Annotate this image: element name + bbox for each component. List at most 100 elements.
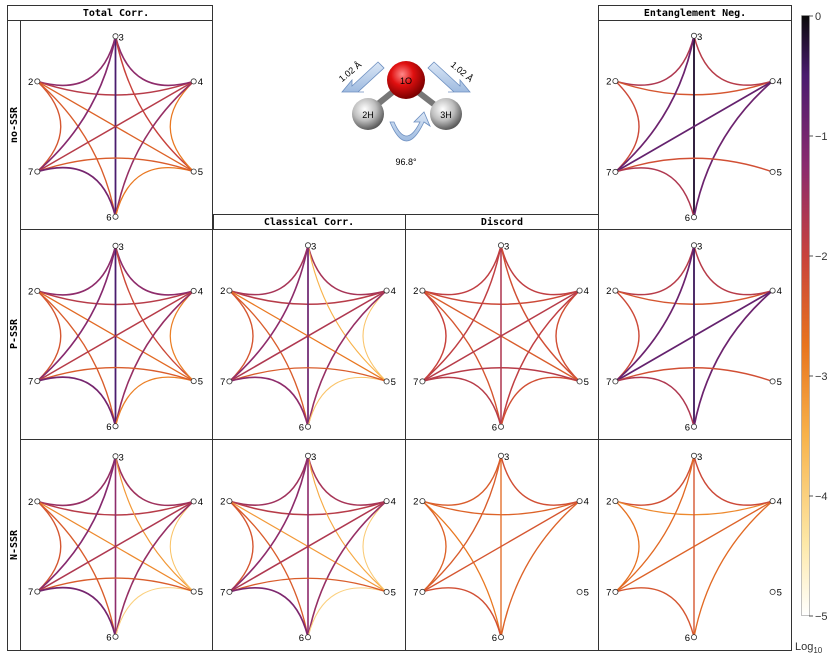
node-label-3: 3 <box>119 452 124 463</box>
edge-4-7 <box>36 290 195 382</box>
node-7 <box>34 588 41 595</box>
edge-5-7 <box>615 157 773 173</box>
atom-label-h3: 3H <box>440 110 452 120</box>
node-6 <box>691 214 698 221</box>
atom-label-oxygen: 1O <box>400 76 412 86</box>
edge-5-6 <box>307 587 387 638</box>
node-3 <box>112 453 119 460</box>
edge-2-3 <box>422 245 502 296</box>
table-grid <box>7 5 792 651</box>
node-7 <box>612 168 619 175</box>
node-2 <box>226 287 233 294</box>
node-4 <box>769 78 776 85</box>
node-label-2: 2 <box>28 497 33 508</box>
edge-3-7 <box>36 36 117 173</box>
node-label-3: 3 <box>697 32 702 43</box>
edge-3-4 <box>307 245 387 296</box>
bond-angle-label: 96.8° <box>395 157 417 167</box>
colorbar-unit-label: Log10 <box>795 641 823 655</box>
node-7 <box>419 378 426 385</box>
edge-6-7 <box>615 167 695 218</box>
node-6 <box>691 423 698 430</box>
edge-4-7 <box>229 500 387 593</box>
node-label-7: 7 <box>28 167 33 178</box>
node-3 <box>112 33 119 40</box>
node-label-4: 4 <box>584 286 589 297</box>
colorbar: 0−1−2−3−4−5 Log10 <box>795 11 828 655</box>
node-2 <box>419 287 426 294</box>
node-label-4: 4 <box>777 77 782 88</box>
edge-4-6 <box>693 80 774 218</box>
node-label-5: 5 <box>777 587 782 598</box>
column-header-entanglement-neg: Entanglement Neg. <box>644 8 746 19</box>
node-label-6: 6 <box>492 633 497 644</box>
node-7 <box>34 168 41 175</box>
node-7 <box>34 378 41 385</box>
edge-4-5 <box>169 290 195 382</box>
edge-5-7 <box>615 367 773 383</box>
node-label-3: 3 <box>119 242 124 253</box>
node-3 <box>112 242 119 249</box>
edge-4-5 <box>362 500 387 593</box>
edge-4-6 <box>693 289 774 427</box>
node-label-2: 2 <box>28 286 33 297</box>
node-label-7: 7 <box>220 587 225 598</box>
edge-3-7 <box>228 455 309 593</box>
edge-3-4 <box>114 245 194 296</box>
node-5 <box>769 168 776 175</box>
node-label-2: 2 <box>413 286 418 297</box>
edge-5-7 <box>37 157 194 173</box>
node-label-5: 5 <box>198 167 203 178</box>
edge-4-5 <box>362 290 387 382</box>
edge-4-6 <box>693 500 774 638</box>
node-2 <box>419 498 426 505</box>
edge-3-4 <box>114 36 194 87</box>
node-4 <box>190 287 197 294</box>
edge-4-5 <box>169 80 195 173</box>
column-header-classical-corr: Classical Corr. <box>264 216 354 228</box>
edge-4-6 <box>307 500 388 638</box>
node-label-2: 2 <box>220 497 225 508</box>
node-label-7: 7 <box>413 587 418 598</box>
node-4 <box>576 498 583 505</box>
node-4 <box>576 287 583 294</box>
node-2 <box>34 498 41 505</box>
edge-2-7 <box>36 500 62 593</box>
node-label-7: 7 <box>606 587 611 598</box>
node-3 <box>497 452 504 459</box>
node-label-2: 2 <box>413 497 418 508</box>
node-7 <box>612 378 619 385</box>
edge-6-7 <box>37 376 117 427</box>
node-3 <box>691 242 698 249</box>
node-5 <box>383 378 390 385</box>
node-7 <box>226 588 233 595</box>
edge-2-3 <box>615 455 695 506</box>
colorbar-tick-label: −5 <box>815 611 828 623</box>
edge-2-7 <box>614 80 640 173</box>
edge-2-7 <box>228 290 254 382</box>
row-label-no-ssr: no-SSR <box>9 106 20 143</box>
edge-4-6 <box>114 500 195 637</box>
node-5 <box>769 378 776 385</box>
node-label-6: 6 <box>492 423 497 434</box>
colorbar-tick-label: −2 <box>815 251 828 263</box>
node-label-4: 4 <box>777 497 782 508</box>
edge-4-7 <box>229 289 387 383</box>
node-label-5: 5 <box>777 167 782 178</box>
edge-2-3 <box>422 455 502 506</box>
node-label-2: 2 <box>28 77 33 88</box>
oxygen-atom-1 <box>387 61 425 99</box>
node-7 <box>612 588 619 595</box>
edge-6-7 <box>229 587 309 638</box>
edge-3-4 <box>307 455 387 506</box>
edge-2-7 <box>228 500 254 593</box>
node-4 <box>190 498 197 505</box>
edge-3-4 <box>114 456 194 507</box>
node-label-6: 6 <box>106 633 111 644</box>
edge-3-7 <box>36 456 117 593</box>
